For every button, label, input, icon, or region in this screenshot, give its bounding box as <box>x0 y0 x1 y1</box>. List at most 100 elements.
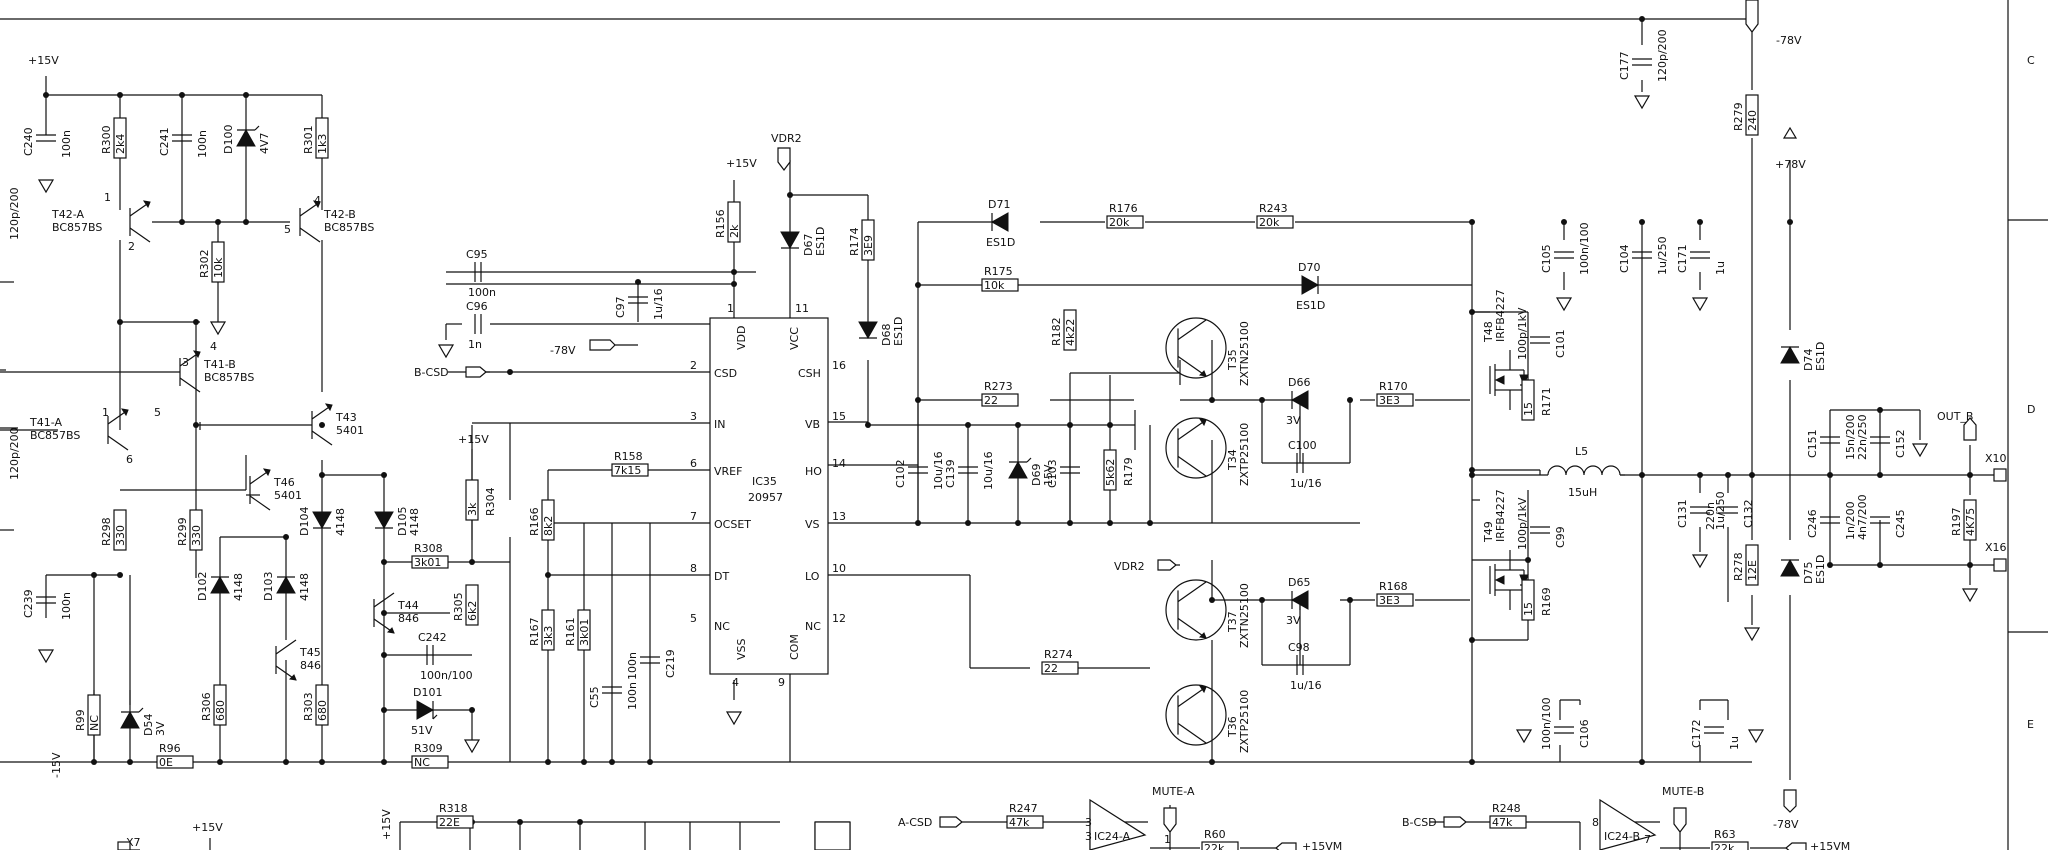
capacitor-value: 1u/16 <box>1290 679 1322 692</box>
capacitor-value: 100n <box>196 130 209 158</box>
resistor-ref: R174 <box>848 227 861 256</box>
resistor-ref: R179 <box>1122 457 1135 486</box>
resistor-ref: R168 <box>1379 580 1408 593</box>
resistor-value: 12E <box>1746 560 1759 581</box>
capacitor-ref: C242 <box>418 631 447 644</box>
grid-label-c: C <box>2027 54 2035 67</box>
junction-dot <box>91 759 97 765</box>
junction-dot <box>117 92 123 98</box>
pin-ocset-num: 7 <box>690 510 697 523</box>
resistor-value: 20k <box>1259 216 1280 229</box>
junction-dot <box>1639 759 1645 765</box>
transistor-ref: T36 <box>1226 716 1239 738</box>
diode-value: ES1D <box>1814 342 1827 371</box>
diode-value: 3V <box>1286 614 1301 627</box>
capacitor-ref: C241 <box>158 127 171 156</box>
capacitor-value: 100n/100 <box>420 669 473 682</box>
resistor-value: 7k15 <box>614 464 641 477</box>
capacitor-value: 100n <box>626 682 639 710</box>
junction-dot <box>381 707 387 713</box>
ground-symbol <box>1633 95 1651 110</box>
junction-dot <box>117 319 123 325</box>
pin-number: 8 <box>1592 816 1599 829</box>
pin-number: 2 <box>128 240 135 253</box>
diode-ref: D71 <box>988 198 1010 211</box>
capacitor-value: 1u/250 <box>1656 236 1669 275</box>
capacitor-value: 1u/16 <box>1290 477 1322 490</box>
ground-symbol <box>1747 729 1765 744</box>
transistor-ref: T42-B <box>323 208 356 221</box>
resistor-value: 47k <box>1009 816 1030 829</box>
diode-value: 3V <box>1286 414 1301 427</box>
minus78v-flag <box>1783 789 1797 813</box>
resistor-ref: R308 <box>414 542 443 555</box>
pin-csh-num: 16 <box>832 359 846 372</box>
wires <box>0 19 1995 850</box>
capacitor-ref: C96 <box>466 300 488 313</box>
ground-symbol <box>463 739 481 754</box>
rail-minus78v-label: -78V <box>1776 34 1802 47</box>
capacitor-ref: C97 <box>614 296 627 318</box>
inductor-ref: L5 <box>1575 445 1588 458</box>
resistor-ref: R305 <box>452 592 465 621</box>
junction-dot <box>179 92 185 98</box>
junction-dot <box>319 759 325 765</box>
pin-vb-name: VB <box>805 418 820 431</box>
capacitor-ref: C104 <box>1618 244 1631 273</box>
transistor-value: ZXTP25100 <box>1238 690 1251 753</box>
plus78v-flag <box>1782 126 1798 139</box>
minus78v-flag <box>589 339 616 351</box>
transistor-ref: T46 <box>273 476 295 489</box>
transistor-value: ZXTN25100 <box>1238 321 1251 386</box>
resistor-value: 330 <box>190 525 203 546</box>
resistor-ref: R243 <box>1259 202 1288 215</box>
capacitor-ref: C171 <box>1676 244 1689 273</box>
junction-dot <box>1827 472 1833 478</box>
junction-dot <box>1967 472 1973 478</box>
diode-ref: D105 <box>396 507 409 536</box>
ground-symbol <box>725 711 743 726</box>
diode-value: 3V <box>154 721 167 736</box>
junction-dot <box>1209 597 1215 603</box>
resistor-ref: R171 <box>1540 387 1553 416</box>
pin-vref-num: 6 <box>690 457 697 470</box>
x10-connector <box>1993 468 2007 482</box>
pin-number: 5 <box>154 406 161 419</box>
diode-ref: D65 <box>1288 576 1310 589</box>
junction-dot <box>1067 422 1073 428</box>
pin-number: 6 <box>126 453 133 466</box>
diode-value: ES1D <box>1296 299 1325 312</box>
resistor-value: 3k01 <box>578 619 591 646</box>
resistor-value: 10k <box>212 257 225 278</box>
mosfet-ref: T49 <box>1482 521 1495 543</box>
resistor-value: 22E <box>439 816 460 829</box>
pin-lo-name: LO <box>805 570 820 583</box>
capacitor-value: 1n/200 <box>1844 501 1857 540</box>
capacitor-ref: C131 <box>1676 499 1689 528</box>
connector-x10-label: X10 <box>1985 452 2007 465</box>
net-bcsd-label: B-CSD <box>414 366 449 379</box>
junction-dot <box>635 279 641 285</box>
net-outb-label: OUT_B <box>1937 410 1973 423</box>
junction-dot <box>1639 16 1645 22</box>
x7-connector <box>117 841 131 850</box>
